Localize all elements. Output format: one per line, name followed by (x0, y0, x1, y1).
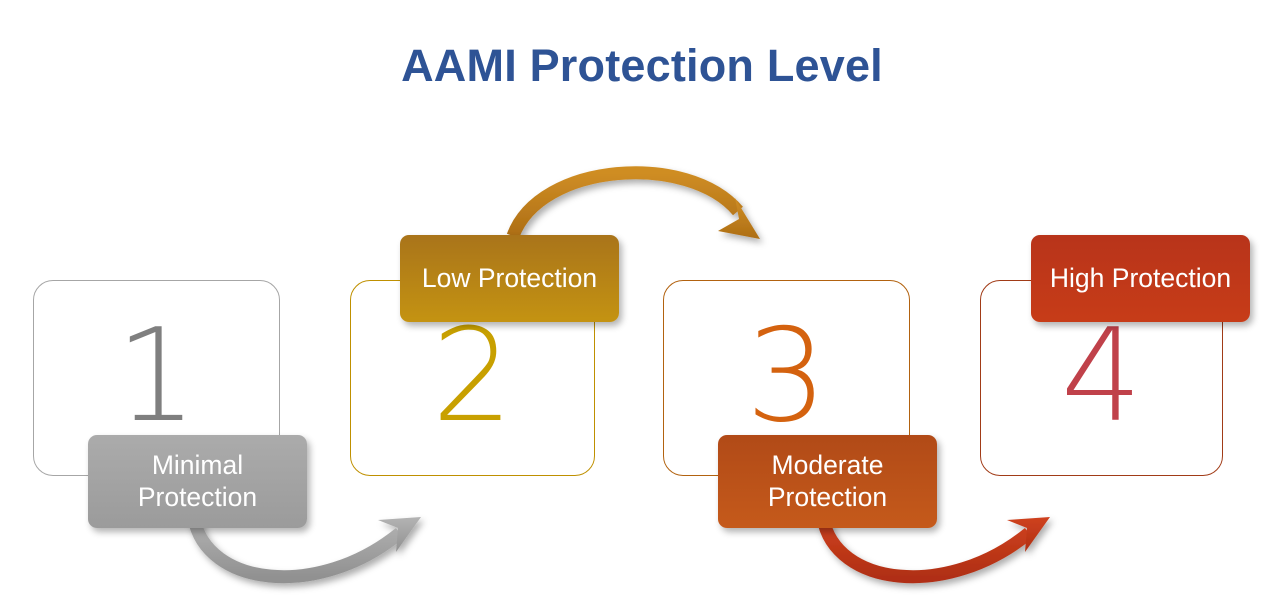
level-label-3-line1: Moderate (771, 450, 884, 481)
level-number-2: 2 (431, 302, 514, 451)
level-label-1-line1: Minimal (151, 450, 244, 481)
level-label-1[interactable]: Minimal Protection (88, 435, 307, 528)
level-label-4-text: High Protection (1050, 263, 1231, 294)
level-number-1: 1 (115, 302, 198, 451)
level-label-3-line2: Protection (767, 481, 888, 512)
level-label-1-line2: Protection (137, 481, 258, 512)
level-label-3-text: Moderate Protection (768, 450, 887, 513)
level-number-3: 3 (745, 302, 828, 451)
arrow-level2-to-level3-icon (506, 166, 760, 239)
page-title: AAMI Protection Level (401, 40, 883, 91)
level-label-4-line1: High Protection (1049, 262, 1232, 293)
level-label-2[interactable]: Low Protection (400, 235, 619, 322)
level-label-2-line1: Low Protection (421, 262, 598, 293)
level-label-3[interactable]: Moderate Protection (718, 435, 937, 528)
level-card-1[interactable]: 1 (33, 280, 280, 476)
level-label-4[interactable]: High Protection (1031, 235, 1250, 322)
level-number-4: 4 (1060, 302, 1143, 451)
level-label-2-text: Low Protection (422, 263, 597, 294)
level-label-1-text: Minimal Protection (138, 450, 257, 513)
